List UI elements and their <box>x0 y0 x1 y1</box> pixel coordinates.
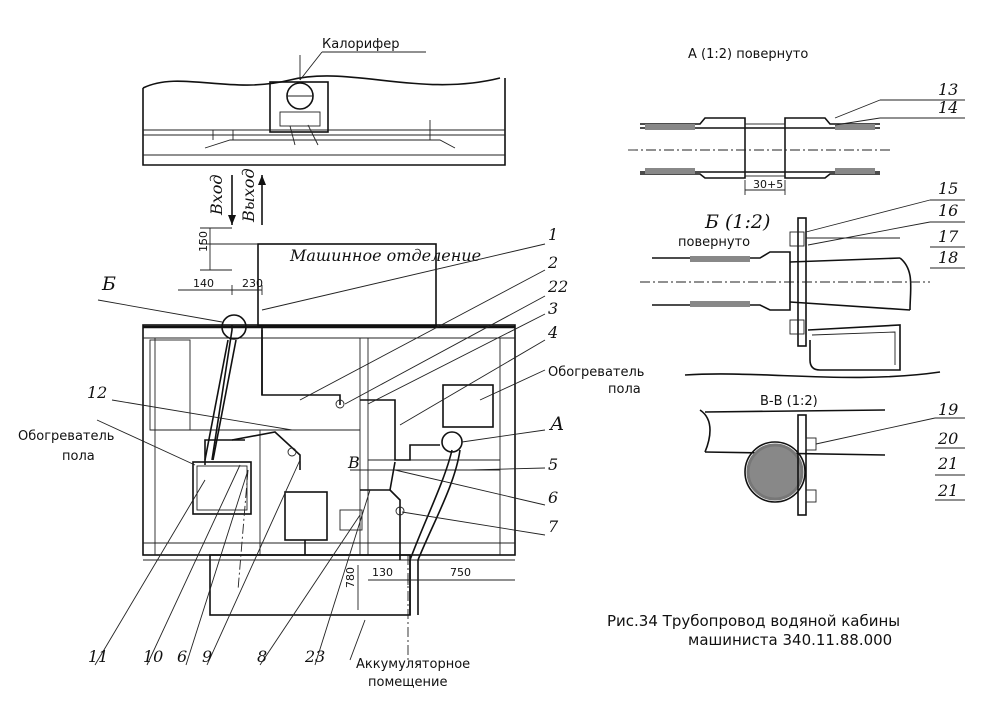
heater-right-label: Обогреватель <box>548 365 644 380</box>
dim-130: 130 <box>372 566 393 579</box>
heater-left-label-2: пола <box>62 449 95 464</box>
part-8: 8 <box>257 647 267 666</box>
leader-lines <box>94 243 546 666</box>
heater-right-label-2: пола <box>608 382 641 397</box>
section-vv <box>699 409 965 516</box>
part-11: 11 <box>88 647 108 666</box>
part-10: 10 <box>143 647 163 666</box>
calorifer-view <box>142 55 506 166</box>
dim-30: 30+5 <box>753 178 783 191</box>
callout-b: Б <box>101 273 116 295</box>
part-5: 5 <box>548 455 558 474</box>
part-21: 21 <box>937 481 958 500</box>
callout-a: А <box>548 413 564 435</box>
part-17: 18 <box>938 248 958 267</box>
part-7: 7 <box>548 517 559 536</box>
battery-room-label-2: помещение <box>368 675 447 690</box>
detail-b <box>640 199 965 379</box>
calorifer-label: Калорифер <box>322 37 400 52</box>
caption-line-2: машиниста 340.11.88.000 <box>688 631 892 649</box>
caption-line-1: Рис.34 Трубопровод водяной кабины <box>607 612 900 630</box>
outlet-label: Выход <box>239 168 258 223</box>
part-6-bottom: 6 <box>177 647 187 666</box>
section-v-label: В <box>347 453 360 472</box>
view-b-title: Б (1:2) <box>704 211 770 233</box>
part-13: 14 <box>938 98 958 117</box>
part-20: 21 <box>937 454 958 473</box>
dim-230: 230 <box>242 277 263 290</box>
part-22-left: 12 <box>87 383 107 402</box>
part-19: 20 <box>937 429 958 448</box>
dimension-lines <box>178 227 515 610</box>
part-2: 2 <box>547 253 558 272</box>
part-4: 4 <box>547 323 558 342</box>
part-15: 16 <box>938 201 958 220</box>
part-16: 17 <box>938 227 959 246</box>
dim-780: 780 <box>344 567 357 588</box>
battery-room-label: Аккумуляторное <box>356 657 470 672</box>
detail-a-circle <box>441 431 463 453</box>
view-a-title: А (1:2) повернуто <box>688 47 808 62</box>
dim-140: 140 <box>193 277 214 290</box>
dim-750: 750 <box>450 566 471 579</box>
part-14: 15 <box>938 179 958 198</box>
machine-room-label: Машинное отделение <box>289 246 481 265</box>
inlet-label: Вход <box>207 174 226 216</box>
inlet-outlet-arrows <box>228 175 266 225</box>
part-6-right: 6 <box>548 488 558 507</box>
part-18: 19 <box>938 400 958 419</box>
part-3: 3 <box>548 299 558 318</box>
view-vv-title: В-В (1:2) <box>760 394 818 409</box>
detail-b-circle <box>221 314 247 340</box>
detail-a <box>628 99 965 195</box>
heater-left-label: Обогреватель <box>18 429 114 444</box>
dim-150: 150 <box>197 231 210 252</box>
main-plan-view <box>142 243 516 660</box>
part-22-right: 22 <box>547 277 568 296</box>
view-b-rotated: повернуто <box>678 235 750 250</box>
part-23: 23 <box>304 647 325 666</box>
part-9: 9 <box>202 647 212 666</box>
part-12: 13 <box>938 80 958 99</box>
part-1: 1 <box>548 225 558 244</box>
